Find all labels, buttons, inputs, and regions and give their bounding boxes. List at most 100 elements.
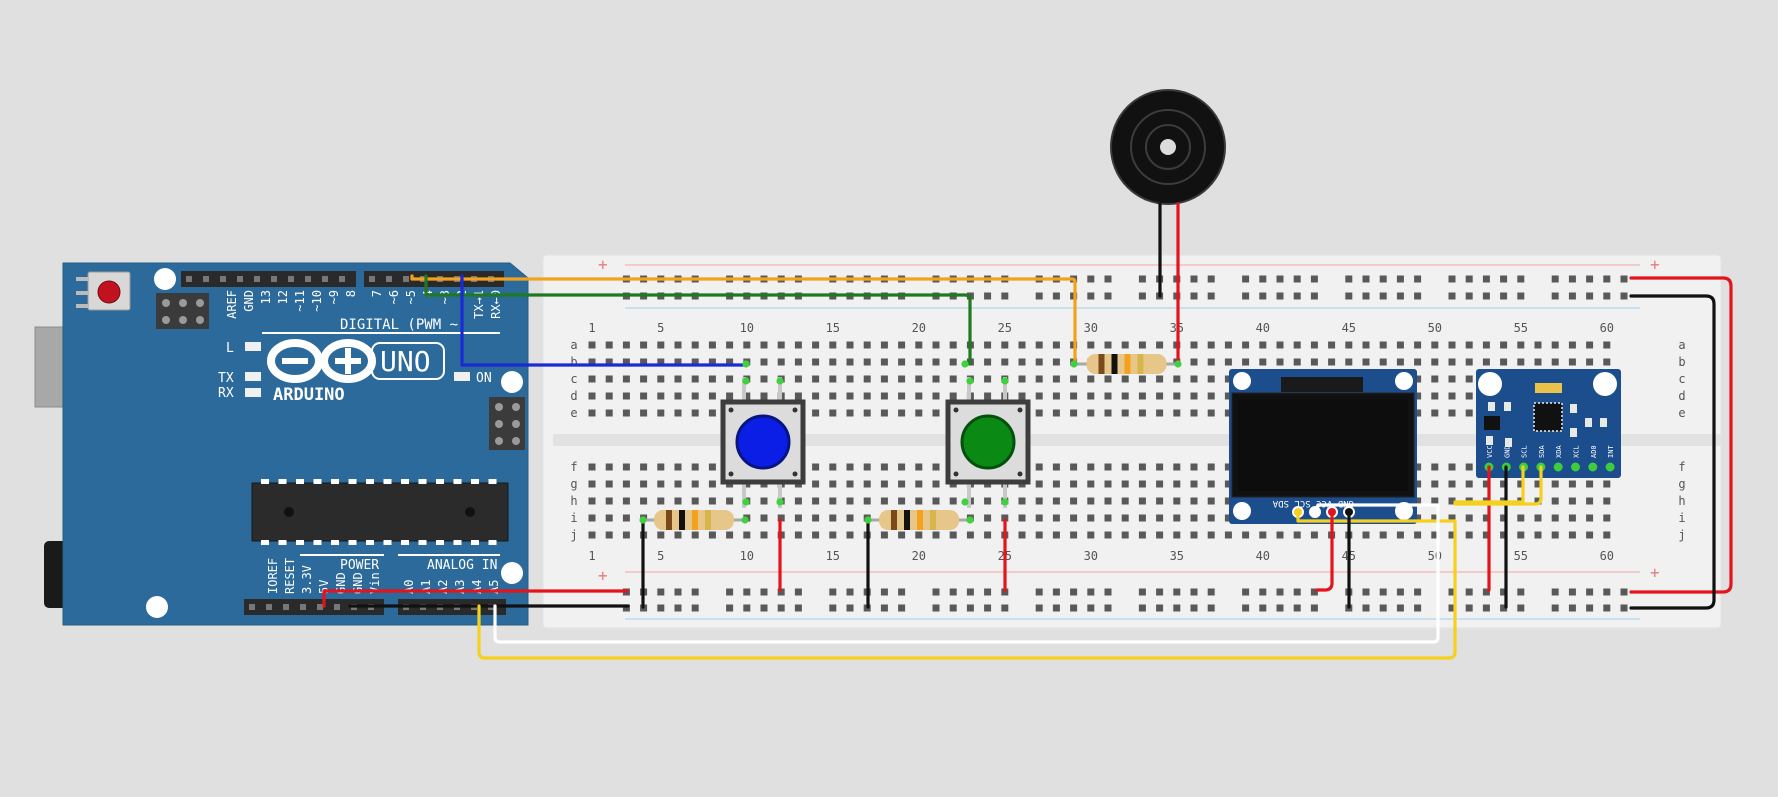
oled-display[interactable]: GND VCC SCL SDA bbox=[1229, 369, 1417, 524]
svg-text:b: b bbox=[570, 355, 577, 369]
svg-text:AREF: AREF bbox=[225, 290, 239, 319]
led-tx-label: TX bbox=[218, 371, 234, 386]
svg-text:10: 10 bbox=[740, 321, 754, 335]
svg-text:c: c bbox=[1678, 372, 1685, 386]
digital-header-pins bbox=[186, 276, 494, 282]
led-on bbox=[454, 372, 470, 381]
svg-text:1: 1 bbox=[588, 549, 595, 563]
svg-text:15: 15 bbox=[826, 549, 840, 563]
svg-text:XCL: XCL bbox=[1573, 445, 1581, 458]
wire-oled-vcc[interactable] bbox=[1315, 510, 1334, 592]
wire-rail-gnd-link[interactable] bbox=[1629, 294, 1716, 610]
svg-text:GND: GND bbox=[242, 290, 256, 312]
led-on-label: ON bbox=[476, 371, 492, 386]
svg-text:g: g bbox=[570, 477, 577, 491]
svg-text:SCL: SCL bbox=[1521, 445, 1529, 458]
oled-pin-labels: GND VCC SCL SDA bbox=[1272, 498, 1354, 508]
svg-text:d: d bbox=[1678, 389, 1685, 403]
breadboard-center-channel bbox=[553, 434, 1721, 446]
svg-text:h: h bbox=[1678, 494, 1685, 508]
wire-orange-d5[interactable] bbox=[410, 274, 1077, 366]
svg-text:~9: ~9 bbox=[327, 290, 341, 304]
wire-yellow-sda[interactable] bbox=[477, 510, 1457, 660]
svg-text:~6: ~6 bbox=[387, 290, 401, 304]
piezo-buzzer[interactable] bbox=[1110, 89, 1226, 205]
button-green-cap bbox=[960, 414, 1016, 470]
svg-text:35: 35 bbox=[1170, 549, 1184, 563]
icsp-header-usb bbox=[156, 293, 209, 329]
svg-text:SDA: SDA bbox=[1538, 445, 1546, 458]
wire-5v[interactable] bbox=[322, 589, 629, 608]
bottom-rail-plus-right: + bbox=[1650, 563, 1660, 582]
push-button-green[interactable] bbox=[945, 377, 1031, 508]
svg-text:40: 40 bbox=[1256, 549, 1270, 563]
resistors bbox=[643, 354, 1180, 530]
analog-label: ANALOG IN bbox=[427, 558, 497, 573]
push-button-blue[interactable] bbox=[720, 377, 806, 508]
svg-text:GND: GND bbox=[1503, 445, 1511, 458]
svg-text:55: 55 bbox=[1514, 321, 1528, 335]
svg-text:IOREF: IOREF bbox=[266, 558, 280, 594]
connection-indicators bbox=[639, 360, 1182, 524]
brand-label: ARDUINO bbox=[273, 385, 345, 405]
led-l bbox=[245, 342, 261, 351]
digital-header-left[interactable] bbox=[181, 271, 356, 287]
power-header[interactable] bbox=[244, 599, 384, 615]
mounting-hole-2 bbox=[501, 371, 523, 393]
svg-text:~11: ~11 bbox=[293, 290, 307, 312]
svg-text:i: i bbox=[570, 511, 577, 525]
led-rx bbox=[245, 388, 261, 397]
wire-mpu-sda[interactable] bbox=[1453, 465, 1543, 506]
mounting-hole-3 bbox=[501, 562, 523, 584]
svg-text:f: f bbox=[1678, 460, 1685, 474]
svg-text:13: 13 bbox=[259, 290, 273, 304]
svg-text:RX←0: RX←0 bbox=[489, 290, 503, 319]
svg-text:INT: INT bbox=[1607, 445, 1615, 458]
svg-text:10: 10 bbox=[740, 549, 754, 563]
svg-text:VCC: VCC bbox=[1486, 445, 1494, 458]
svg-text:40: 40 bbox=[1256, 321, 1270, 335]
wire-rail-power-link[interactable] bbox=[1629, 276, 1733, 594]
svg-text:f: f bbox=[570, 460, 577, 474]
svg-text:a: a bbox=[570, 338, 577, 352]
svg-text:45: 45 bbox=[1342, 321, 1356, 335]
svg-text:XDA: XDA bbox=[1555, 445, 1563, 458]
svg-text:12: 12 bbox=[276, 290, 290, 304]
wire-green-d4[interactable] bbox=[424, 274, 972, 366]
wire-white-scl[interactable] bbox=[493, 503, 1440, 644]
wire-blue-d2[interactable] bbox=[460, 274, 748, 367]
svg-text:c: c bbox=[570, 372, 577, 386]
svg-text:TX→1: TX→1 bbox=[472, 290, 486, 319]
uno-label: UNO bbox=[380, 345, 431, 378]
svg-text:~10: ~10 bbox=[310, 290, 324, 312]
power-label: POWER bbox=[340, 558, 379, 573]
svg-text:50: 50 bbox=[1428, 549, 1442, 563]
mounting-hole-4 bbox=[146, 596, 168, 618]
svg-text:AD0: AD0 bbox=[1590, 445, 1598, 458]
svg-text:7: 7 bbox=[370, 290, 384, 297]
svg-text:RESET: RESET bbox=[283, 558, 297, 594]
reset-button[interactable] bbox=[76, 271, 131, 311]
svg-text:j: j bbox=[570, 528, 577, 542]
svg-text:15: 15 bbox=[826, 321, 840, 335]
svg-text:60: 60 bbox=[1600, 549, 1614, 563]
top-rail-plus-left: + bbox=[598, 255, 608, 274]
icsp-header-right bbox=[489, 397, 525, 450]
mpu6050-module[interactable]: VCC GND SCL SDA XDA XCL AD0 INT bbox=[1476, 369, 1621, 478]
svg-text:20: 20 bbox=[912, 321, 926, 335]
led-tx bbox=[245, 372, 261, 381]
svg-text:60: 60 bbox=[1600, 321, 1614, 335]
svg-text:1: 1 bbox=[588, 321, 595, 335]
digital-label: DIGITAL (PWM ~) bbox=[340, 317, 466, 333]
wire-mpu-scl-link[interactable] bbox=[1453, 465, 1525, 504]
bottom-rail-plus-left: + bbox=[598, 566, 608, 585]
svg-text:e: e bbox=[570, 406, 577, 420]
svg-text:e: e bbox=[1678, 406, 1685, 420]
led-rx-label: RX bbox=[218, 386, 234, 401]
